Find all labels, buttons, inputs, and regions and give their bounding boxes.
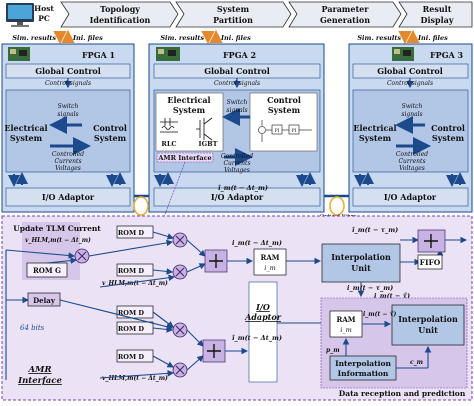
v-in-1: v_HLM,m(t − Δt_m) <box>102 280 168 287</box>
sim-results-3: Sim. results <box>357 34 401 42</box>
host-pc-icon <box>6 3 34 27</box>
v-in-2: v_HLM,m(t − Δt_m) <box>102 375 168 382</box>
detail-wires <box>5 231 207 380</box>
fpga-1-global: Global Control <box>35 66 101 76</box>
fpga-3-title: FPGA 3 <box>430 50 464 60</box>
fpga-1-io: I/O Adaptor <box>42 192 95 202</box>
ini-files-3: Ini. files <box>417 34 448 42</box>
ram-1: RAM <box>261 253 280 262</box>
fpga-2-panel: FPGA 2 Global Control Control signals El… <box>148 43 325 213</box>
ram-1-sub: i_m <box>264 264 276 272</box>
fpga-1-signals: Control signals <box>45 80 91 87</box>
ram-2: RAM <box>337 315 356 324</box>
fifo-block: FIFO <box>420 258 441 267</box>
rom-d-boxes <box>116 225 154 363</box>
data-reception-label: Data reception and prediction <box>339 389 466 398</box>
final-adder <box>424 234 438 248</box>
fpga-3-panel: FPGA 3 Global Control Control signals El… <box>348 43 473 213</box>
delay-block: Delay <box>33 296 56 305</box>
link-arrows <box>53 29 420 45</box>
rom-d2: ROM D <box>118 267 145 275</box>
igbt-icon <box>196 117 213 141</box>
ini-files-2: Ini. files <box>220 34 251 42</box>
cm-label: c_m <box>410 359 423 366</box>
fpga-2-global: Global Control <box>204 66 270 76</box>
fpga-2-signals: Control signals <box>214 80 260 87</box>
rlc-label: RLC <box>161 140 176 148</box>
pi-controller-icon <box>258 120 312 142</box>
fpga-1-title: FPGA 1 <box>82 50 115 60</box>
ini-files-1: Ini. files <box>72 34 103 42</box>
amr-interface-tag: AMR Interface <box>157 154 211 162</box>
ram-2-sub: i_m <box>340 326 352 334</box>
sim-results-2: Sim. results <box>160 34 204 42</box>
fpga-2-io: I/O Adaptor <box>211 192 264 202</box>
pi-label-1: PI <box>275 128 280 134</box>
fpga-3-signals: Control signals <box>387 80 433 87</box>
v-in-top: v_HLM,m(t − Δt_m) <box>25 237 91 244</box>
out-a: i_m(t − τ̃) <box>374 292 410 300</box>
host-label: Host <box>34 4 54 13</box>
igbt-label: IGBT <box>199 140 218 148</box>
pm-label: p_m <box>326 347 340 354</box>
adders <box>202 249 228 363</box>
rom-d1: ROM D <box>118 229 145 237</box>
im-label-bot: î_m(t − Δt_m) <box>232 334 282 342</box>
bits-label: 64 bits <box>20 324 45 332</box>
optical-links <box>133 194 349 216</box>
pc-label: PC <box>38 14 50 23</box>
bus-signal-label: î_m(t − Δt_m) <box>218 184 268 192</box>
out-b: i_m(t − τ_m) <box>347 284 393 292</box>
workflow-steps <box>60 1 473 28</box>
multiplier-crosses <box>77 235 185 375</box>
fpga-3-io: I/O Adaptor <box>384 192 437 202</box>
out-top: î_m(t − τ_m) <box>352 226 398 234</box>
fpga-1-panel: FPGA 1 Global Control Control signals El… <box>1 43 135 213</box>
rom-d3: ROM D <box>118 309 145 317</box>
rom-d5: ROM D <box>118 353 145 361</box>
im-label-top: i_m(t − Δt_m) <box>232 239 282 247</box>
pi-label-2: PI <box>292 128 297 134</box>
rx-wires <box>342 320 432 369</box>
fpga-2-title: FPGA 2 <box>223 50 256 60</box>
update-tlm-label: Update TLM Current <box>13 224 101 233</box>
it-tilde: i_m(t − τ̃) <box>363 311 396 318</box>
rom-g: ROM G <box>33 266 61 275</box>
sim-results-1: Sim. results <box>12 34 56 42</box>
rom-d4: ROM D <box>118 325 145 333</box>
rlc-icon <box>160 118 178 133</box>
fpga-3-global: Global Control <box>377 66 443 76</box>
